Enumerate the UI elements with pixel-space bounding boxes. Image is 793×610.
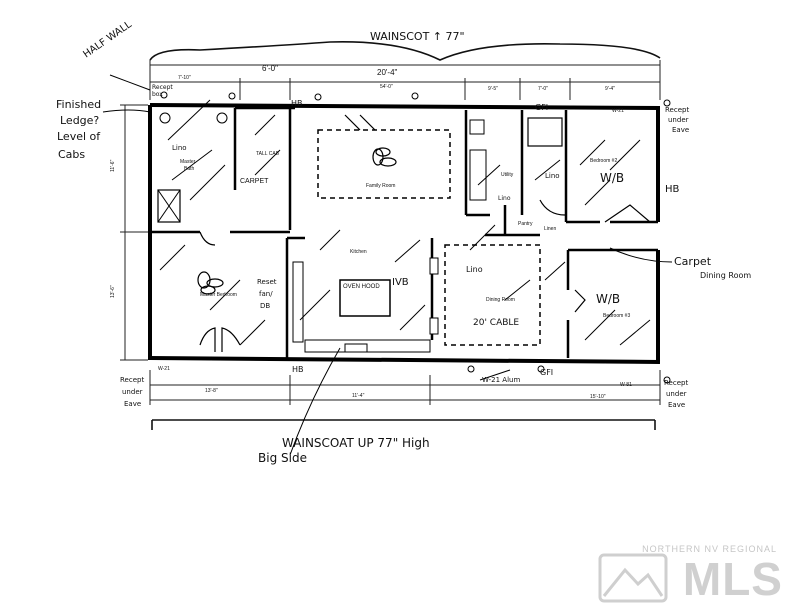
- dim-bottom-4: 15'-10": [590, 394, 606, 400]
- big-side-note: Big Side: [258, 451, 307, 465]
- recept-bl-3: Eave: [124, 400, 141, 408]
- hatch-marks: [159, 99, 651, 346]
- left-dimension-line: [120, 104, 148, 361]
- bottom-wainscot-brace: [151, 419, 656, 430]
- room-dining-room: Dining Room: [486, 297, 515, 303]
- room-master-bedroom: Master Bedroom: [200, 292, 237, 298]
- kitchen-post-1: [429, 257, 439, 275]
- w21-mid: W-21 Alum: [482, 376, 520, 384]
- recept-br-3: Eave: [668, 401, 685, 409]
- finished-ledge-note-2: Ledge?: [60, 114, 99, 127]
- room-bedroom-3: Bedroom #3: [603, 313, 630, 319]
- gfi-top-note: GFI: [535, 103, 548, 112]
- kitchen-post-2: [429, 317, 439, 335]
- dim-top-overall: 54'-0": [380, 84, 393, 90]
- hb-right-note: HB: [665, 184, 680, 195]
- reset-fan-note-2: fan/: [259, 290, 273, 298]
- interior-walls: [150, 106, 658, 358]
- room-utility: Utility: [501, 172, 514, 178]
- room-pantry: Pantry: [518, 221, 533, 227]
- exterior-walls: [148, 103, 661, 364]
- recept-br-1: Recept: [664, 379, 688, 387]
- dim-bottom-1: 13'-8": [205, 388, 218, 394]
- room-master-bath-2: Bath: [184, 166, 195, 172]
- room-bedroom-2: Bedroom #2: [590, 158, 617, 164]
- top-dimension-line: [149, 60, 661, 100]
- reset-fan-note-1: Reset: [257, 278, 277, 286]
- dim-top-2: 6'-0": [262, 64, 278, 73]
- recept-tr-2: under: [668, 116, 689, 124]
- kitchen-cabinet-left: [292, 261, 304, 343]
- shower: [157, 189, 181, 223]
- finished-ledge-note-1: Finished: [56, 98, 101, 111]
- toilet: [469, 119, 485, 135]
- recept-tr-3: Eave: [672, 126, 689, 134]
- lino-bath-note: Lino: [172, 144, 187, 152]
- wb-bedroom3-note: W/B: [596, 292, 620, 306]
- room-linen: Linen: [544, 226, 556, 232]
- kitchen-sink: [344, 343, 368, 353]
- dim-top-5: 7'-0": [538, 86, 548, 92]
- room-kitchen: Kitchen: [350, 249, 367, 255]
- room-master-bath: Master: [180, 159, 196, 165]
- watermark-mls: MLS: [682, 553, 783, 605]
- recept-bl-2: under: [122, 388, 143, 396]
- dim-top-3: 20'-4": [377, 68, 398, 77]
- finished-ledge-note-3: Level of: [57, 130, 101, 143]
- ceiling-fan-icon: [197, 271, 224, 295]
- lino-kitchen-note: Lino: [498, 195, 511, 202]
- finished-ledge-note-4: Cabs: [58, 148, 85, 161]
- room-family-room: Family Room: [366, 183, 395, 189]
- mls-watermark: NORTHERN NV REGIONAL MLS: [587, 544, 787, 605]
- half-wall-note: HALF WALL: [81, 19, 134, 60]
- recept-tr-1: Recept: [665, 106, 689, 114]
- top-wainscot-note: WAINSCOT ↑ 77": [370, 30, 465, 43]
- door-swings: [199, 114, 651, 352]
- lino-util-note: Lino: [545, 172, 560, 180]
- recept-br-2: under: [666, 390, 687, 398]
- gfi-bottom-note: GFI: [540, 368, 553, 377]
- room-carpet: CARPET: [240, 178, 269, 185]
- reset-fan-note-3: DB: [260, 302, 270, 310]
- washer-dryer: [469, 149, 487, 201]
- room-oven-hood: OVEN HOOD: [343, 284, 380, 290]
- dim-left-2: 13'-6": [110, 285, 116, 298]
- ceiling-fan-icon: [372, 147, 397, 167]
- tub: [527, 117, 563, 147]
- sink-1: [159, 112, 171, 124]
- dining-room-outline: [444, 244, 541, 346]
- outlet-symbols: [160, 91, 671, 384]
- mls-logo-icon: [598, 553, 668, 603]
- dim-top-6: 9'-4": [605, 86, 615, 92]
- w21-top: W-21: [612, 108, 624, 114]
- hb-bottom-note: HB: [292, 365, 304, 374]
- recept-bl-1: Recept: [120, 376, 144, 384]
- room-tall-cab: TALL CAB: [256, 151, 280, 157]
- dim-top-4: 9'-5": [488, 86, 498, 92]
- carpet-note: Carpet: [674, 255, 712, 268]
- family-room-outline: [317, 129, 451, 199]
- top-wainscot-brace: [149, 41, 661, 61]
- dim-bottom-2: 11'-4": [352, 393, 365, 399]
- wb-bedroom2-note: W/B: [600, 171, 624, 185]
- w21-br: W-81: [620, 382, 632, 388]
- bottom-dimension-line: [149, 370, 661, 405]
- ivb-note: IVB: [392, 277, 409, 288]
- bottom-wainscot-note: WAINSCOAT UP 77" High: [282, 436, 430, 450]
- w21-bl: W-21: [158, 366, 170, 372]
- dim-top-1: 7'-10": [178, 75, 191, 81]
- hb-top-note: HB: [291, 99, 303, 108]
- recept-tl-1: Recept: [152, 84, 173, 91]
- cable-note: 20' CABLE: [473, 318, 519, 328]
- lino-hall-note: Lino: [466, 265, 483, 274]
- dim-left-1: 11'-6": [110, 159, 116, 172]
- watermark-region: NORTHERN NV REGIONAL: [642, 544, 777, 554]
- sink-2: [216, 112, 228, 124]
- carpet-dining-note: Dining Room: [700, 271, 751, 280]
- recept-tl-2: box: [152, 91, 163, 98]
